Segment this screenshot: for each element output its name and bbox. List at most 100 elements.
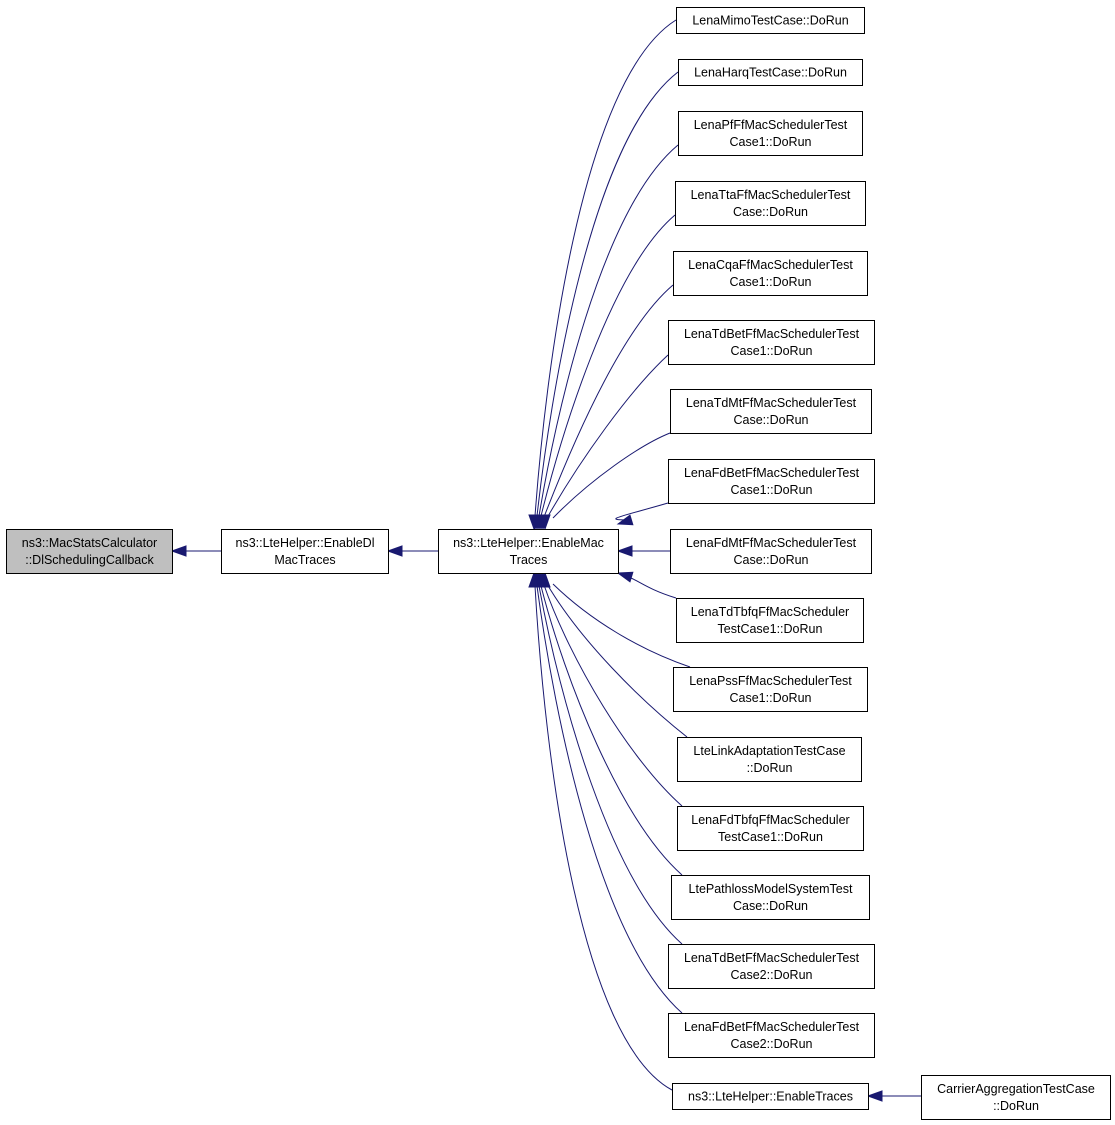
node-box [677,806,864,851]
node-label-line: ns3::LteHelper::EnableTraces [688,1090,853,1104]
node-label-line: Case2::DoRun [731,1037,813,1051]
node-label-line: ::DlSchedulingCallback [25,553,154,567]
node-label-line: LenaTtaFfMacSchedulerTest [691,188,851,202]
arrowhead-icon [616,545,633,557]
edge-enable-dl-mac-traces-to-root [170,545,221,557]
edge-enable-traces-to-enable-mac-traces [528,571,673,1091]
edge-line [538,144,679,517]
edge-fdbet1-to-enable-mac-traces [615,502,669,526]
node-label-line: ::DoRun [993,1099,1039,1113]
edge-line [536,71,679,517]
node-box [677,737,862,782]
edge-cqa1-to-enable-mac-traces [535,284,674,531]
node-label-line: ns3::MacStatsCalculator [22,536,157,550]
node-box [676,598,864,643]
node-label-line: LenaFdTbfqFfMacScheduler [691,813,849,827]
edge-line [630,577,677,599]
node-label-line: ns3::LteHelper::EnableMac [453,536,604,550]
arrowhead-icon [539,514,551,531]
edge-tdtbfq1-to-enable-mac-traces [616,571,677,599]
node-box [668,944,875,989]
edge-line [534,19,677,517]
nodes-layer: ns3::MacStatsCalculator::DlSchedulingCal… [6,7,1111,1120]
node-label-line: LtePathlossModelSystemTest [689,882,853,896]
arrowhead-icon [616,571,634,583]
node-box [678,59,863,86]
node-label-line: LenaTdBetFfMacSchedulerTest [684,327,860,341]
arrowhead-icon [616,514,634,526]
node-box [678,111,863,156]
arrowhead-icon [170,545,187,557]
edge-fdtbfq1-to-enable-mac-traces [535,571,683,807]
node-box [672,1083,869,1110]
edge-line [546,354,669,519]
node-label-line: TestCase1::DoRun [718,830,823,844]
node-box [668,459,875,504]
node-label-line: Case1::DoRun [731,344,813,358]
node-label-line: Traces [510,553,548,567]
node-label-line: LenaMimoTestCase::DoRun [692,14,848,28]
edge-tta-to-enable-mac-traces [533,214,676,531]
node-label-line: Case::DoRun [733,205,808,219]
edge-line [543,284,674,518]
edge-fdmt-to-enable-mac-traces [616,545,670,557]
edge-pf1-to-enable-mac-traces [531,144,679,531]
node-box [921,1075,1111,1120]
node-label-line: LenaHarqTestCase::DoRun [694,66,847,80]
node-label-line: LenaFdMtFfMacSchedulerTest [686,536,857,550]
node-box [676,7,865,34]
node-label-line: Case::DoRun [733,553,808,567]
node-box [670,529,872,574]
arrowhead-icon [866,1090,883,1102]
node-mimo[interactable]: LenaMimoTestCase::DoRun [676,7,865,34]
node-label-line: Case::DoRun [733,413,808,427]
node-harq[interactable]: LenaHarqTestCase::DoRun [678,59,863,86]
node-root[interactable]: ns3::MacStatsCalculator::DlSchedulingCal… [6,529,173,574]
node-label-line: Case1::DoRun [730,691,812,705]
edge-tdmt-to-enable-mac-traces [539,432,671,531]
edge-line [540,214,676,517]
node-box [671,875,870,920]
node-label-line: Case1::DoRun [730,135,812,149]
node-box [673,667,868,712]
edge-linkadapt-to-enable-mac-traces [537,571,688,738]
edge-enable-mac-traces-to-enable-dl-mac-traces [386,545,438,557]
node-label-line: LenaCqaFfMacSchedulerTest [688,258,853,272]
edge-pss1-to-enable-mac-traces [539,571,691,668]
node-box [6,529,173,574]
node-enable-traces[interactable]: ns3::LteHelper::EnableTraces [672,1083,869,1110]
node-label-line: MacTraces [274,553,335,567]
node-label-line: ::DoRun [747,761,793,775]
node-box [668,320,875,365]
edge-fdbet2-to-enable-mac-traces [529,571,683,1014]
node-label-line: LenaPfFfMacSchedulerTest [694,118,848,132]
edge-line [536,585,683,1014]
node-box [668,1013,875,1058]
node-label-line: Case2::DoRun [731,968,813,982]
node-linkadapt[interactable]: LteLinkAdaptationTestCase::DoRun [677,737,862,782]
node-carrier-agg[interactable]: CarrierAggregationTestCase::DoRun [921,1075,1111,1120]
node-label-line: LenaTdMtFfMacSchedulerTest [686,396,857,410]
edge-tdbet1-to-enable-mac-traces [537,354,669,531]
node-label-line: Case1::DoRun [730,275,812,289]
edges-layer [170,19,921,1102]
edge-line [534,585,673,1091]
node-label-line: LenaPssFfMacSchedulerTest [689,674,852,688]
node-label-line: LenaFdBetFfMacSchedulerTest [684,466,860,480]
